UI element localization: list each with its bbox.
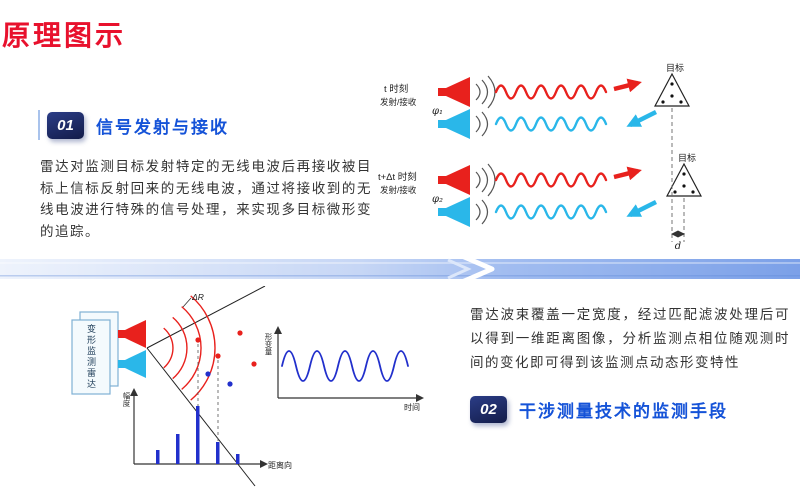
displacement-label: d bbox=[675, 241, 681, 252]
moment1-time-label: t 时刻 bbox=[384, 83, 408, 95]
wave-plot-y-label: 形变量 bbox=[264, 333, 273, 356]
monitoring-diagram: ΔR 距离向 时间 bbox=[71, 286, 424, 487]
section-1-body: 雷达对监测目标发射特定的无线电波后再接收被目标上信标反射回来的无线电波，通过将接… bbox=[40, 159, 372, 239]
section-1-number-badge: 01 bbox=[47, 111, 84, 139]
section-2-heading: 干涉测量技术的监测手段 bbox=[519, 402, 728, 421]
transmit-wave bbox=[494, 84, 608, 100]
target-1-icon: 目标 bbox=[654, 62, 690, 107]
receive-arrow-icon bbox=[626, 109, 658, 128]
radar-unit-icon bbox=[71, 311, 119, 395]
chevron-icon bbox=[447, 258, 472, 280]
receive-wave bbox=[494, 116, 608, 132]
divider-highlight bbox=[0, 262, 800, 264]
moment2-mode-label: 发射/接收 bbox=[380, 185, 417, 195]
transmit-arrow-icon bbox=[613, 78, 642, 93]
monitoring-points bbox=[195, 330, 257, 387]
section-2-number-badge: 02 bbox=[470, 396, 507, 423]
transmit-horn-icon bbox=[438, 75, 496, 109]
accent-bar bbox=[38, 110, 40, 140]
signal-diagram: t 时刻 发射/接收 φ₁ 目标 t+Δt 时刻 bbox=[378, 62, 702, 252]
moment2-time-label: t+Δt 时刻 bbox=[378, 171, 417, 183]
range-profile-x-label: 距离向 bbox=[268, 460, 292, 470]
beam-wedge bbox=[146, 286, 266, 487]
moment1-phase-label: φ₁ bbox=[432, 106, 443, 117]
displacement-dimension: d bbox=[671, 108, 685, 252]
wave-plot-x-label: 时间 bbox=[404, 402, 420, 412]
section-1-header: 01 信号发射与接收 bbox=[38, 110, 229, 140]
transmit-horn-icon bbox=[438, 163, 496, 197]
receive-horn-icon bbox=[118, 350, 146, 378]
moment2-phase-label: φ₂ bbox=[432, 194, 443, 205]
range-step-label: ΔR bbox=[191, 292, 204, 302]
range-arcs bbox=[163, 295, 216, 401]
divider-shade bbox=[0, 275, 800, 277]
range-profile-y-label: 幅度 bbox=[122, 392, 131, 407]
transmit-horn-icon bbox=[118, 320, 146, 348]
divider-bar bbox=[0, 259, 800, 279]
receive-wave bbox=[494, 204, 608, 220]
deformation-wave-plot: 时间 bbox=[274, 326, 424, 412]
target-1-label: 目标 bbox=[666, 62, 684, 73]
target-2-icon: 目标 bbox=[666, 152, 702, 197]
receive-arrow-icon bbox=[626, 199, 658, 218]
receive-horn-icon bbox=[438, 109, 489, 139]
section-2-body: 雷达波束覆盖一定宽度，经过匹配滤波处理后可以得到一维距离图像，分析监测点相位随观… bbox=[470, 307, 790, 370]
receive-horn-icon bbox=[438, 197, 489, 227]
transmit-arrow-icon bbox=[613, 166, 642, 181]
range-profile-chart: 距离向 bbox=[130, 388, 292, 470]
section-1-heading: 信号发射与接收 bbox=[96, 117, 229, 137]
moment1-mode-label: 发射/接收 bbox=[380, 97, 417, 107]
chevron-icon bbox=[461, 253, 495, 285]
target-2-label: 目标 bbox=[678, 152, 696, 163]
radar-name-label: 变形监测雷达 bbox=[86, 324, 96, 390]
transmit-wave bbox=[494, 172, 608, 188]
section-2-header: 02 干涉测量技术的监测手段 bbox=[470, 396, 728, 423]
range-step-tick bbox=[182, 297, 192, 308]
divider-band bbox=[0, 253, 800, 285]
page-title: 原理图示 bbox=[2, 20, 127, 51]
